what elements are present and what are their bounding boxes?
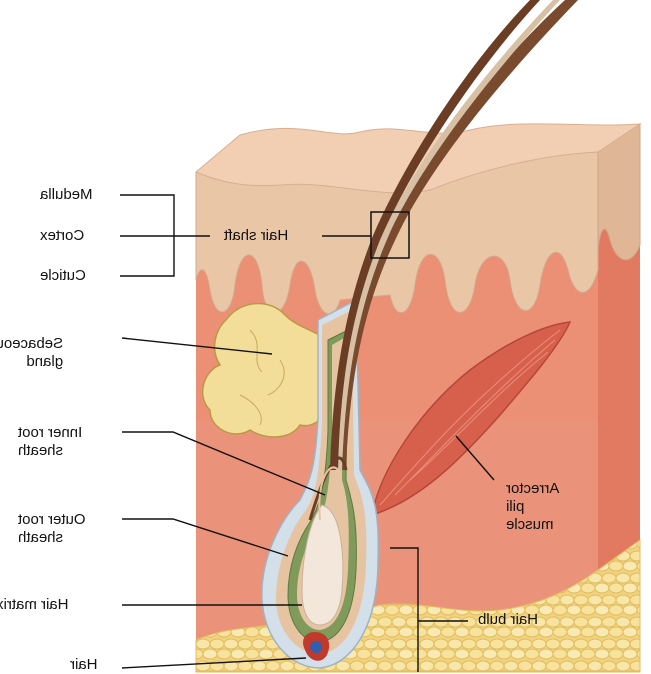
label-arrector-line1: Arrector bbox=[506, 480, 560, 497]
label-sebaceous-gland: Sebaceous gland bbox=[0, 335, 63, 371]
label-hair-matrix: Hair matrix bbox=[0, 596, 69, 614]
leader-lines bbox=[120, 194, 495, 672]
label-hair-shaft-text: Hair shaft bbox=[224, 227, 289, 244]
hair-matrix bbox=[301, 504, 344, 626]
label-cortex-text: Cortex bbox=[40, 227, 85, 244]
label-hair-papilla-text: Hair bbox=[70, 656, 98, 673]
label-arrector-line3: muscle bbox=[506, 516, 554, 533]
label-inner-root-line1: Inner root bbox=[18, 424, 83, 441]
label-sebaceous-line1: Sebaceous bbox=[0, 335, 64, 352]
label-hair-shaft: Hair shaft bbox=[224, 227, 288, 245]
label-inner-root-line2: sheath bbox=[18, 442, 64, 459]
label-arrector-pili-muscle: Arrector pili muscle bbox=[506, 480, 559, 534]
sebaceous-gland bbox=[201, 302, 337, 438]
label-arrector-line2: pili bbox=[506, 498, 525, 515]
label-hair-bulb-text: Hair bulb bbox=[478, 611, 539, 628]
dermis-side-face bbox=[598, 124, 640, 672]
label-hair-matrix-text: Hair matrix bbox=[0, 596, 69, 613]
label-hair-bulb: Hair bulb bbox=[478, 611, 538, 629]
label-cuticle: Cuticle bbox=[40, 267, 86, 285]
label-outer-root-sheath: Outer root sheath bbox=[18, 511, 86, 547]
label-sebaceous-line2: gland bbox=[26, 353, 64, 370]
epidermis-side bbox=[597, 123, 641, 261]
label-inner-root-sheath: Inner root sheath bbox=[18, 424, 82, 460]
label-cuticle-text: Cuticle bbox=[40, 267, 86, 284]
label-cortex: Cortex bbox=[40, 227, 84, 245]
hair-shaft-box bbox=[370, 211, 410, 259]
label-outer-root-line2: sheath bbox=[18, 529, 64, 546]
label-outer-root-line1: Outer root bbox=[18, 511, 86, 528]
label-medulla: Medulla bbox=[40, 186, 93, 204]
label-medulla-text: Medulla bbox=[40, 186, 93, 203]
label-hair-papilla: Hair bbox=[70, 656, 98, 674]
